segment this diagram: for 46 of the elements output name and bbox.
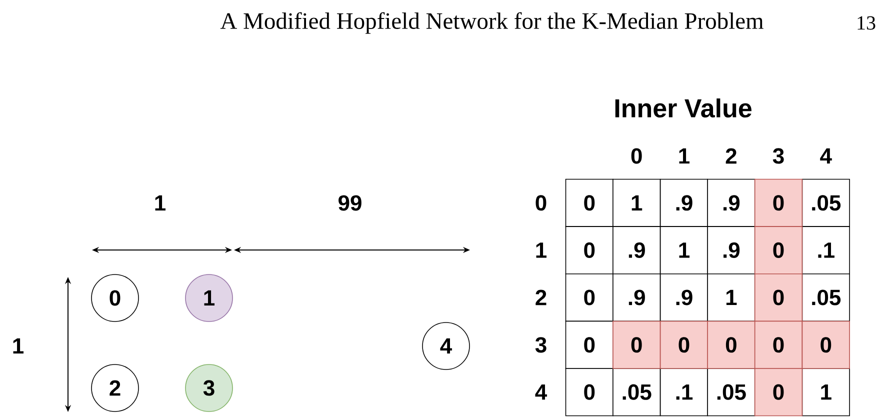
table-cell: 0 [565, 320, 614, 369]
table-cell: .05 [802, 273, 850, 322]
table-cell: .9 [707, 178, 756, 227]
table-cell: 0 [660, 320, 708, 369]
table-cell: 0 [565, 178, 614, 227]
table-cell: 0 [565, 226, 614, 274]
table-title: Inner Value [615, 98, 752, 118]
column-header: 4 [820, 148, 832, 164]
row-header: 1 [536, 242, 546, 258]
table-cell: 0 [754, 273, 803, 322]
dimension-label: 1 [13, 338, 24, 354]
table-cell: 0 [612, 320, 661, 369]
running-header: A Modified Hopfield Network for the K-Median Problem [220, 12, 764, 34]
table-cell: .9 [612, 273, 661, 322]
row-header: 2 [536, 290, 546, 306]
table-cell: 0 [707, 320, 756, 369]
table-cell: .05 [707, 368, 756, 416]
dimension-label: 99 [338, 195, 362, 211]
table-cell: .9 [707, 226, 756, 274]
dimension-label: 1 [155, 195, 166, 211]
table-cell: 0 [565, 273, 614, 322]
table-cell: 1 [612, 178, 661, 227]
table-cell: .1 [660, 368, 708, 416]
table-cell: 0 [802, 320, 850, 369]
table-cell: .1 [802, 226, 850, 274]
table-cell: 0 [754, 178, 803, 227]
column-header: 3 [772, 148, 784, 164]
table-cell: 0 [565, 368, 614, 416]
row-header: 4 [535, 384, 547, 400]
table-cell: .05 [612, 368, 661, 416]
table-cell: .9 [660, 273, 708, 322]
table-cell: 0 [754, 368, 803, 416]
row-header: 0 [536, 195, 546, 211]
column-header: 1 [679, 148, 690, 164]
table-cell: 1 [660, 226, 708, 274]
table-cell: .05 [802, 178, 850, 227]
table-cell: .9 [612, 226, 661, 274]
page-number: 13 [858, 16, 876, 30]
table-cell: 0 [754, 320, 803, 369]
table-cell: .9 [660, 178, 708, 227]
column-header: 0 [631, 148, 642, 164]
table-cell: 1 [707, 273, 756, 322]
table-cell: 1 [802, 368, 850, 416]
table-cell: 0 [754, 226, 803, 274]
row-header: 3 [535, 337, 546, 353]
column-header: 2 [726, 148, 736, 164]
